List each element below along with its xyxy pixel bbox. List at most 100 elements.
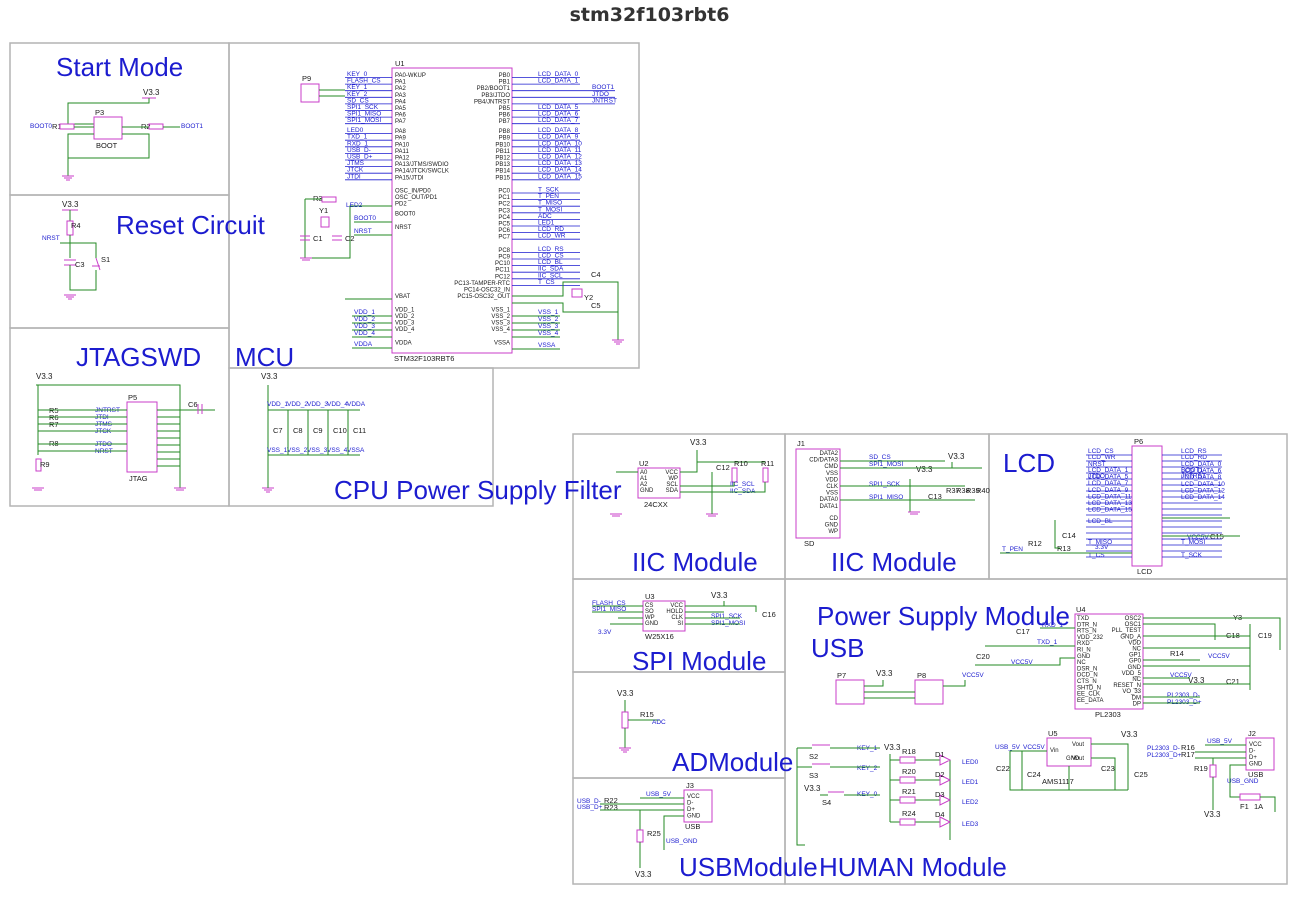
- u1-right-net: IIC_SDA: [538, 266, 564, 273]
- u1-right-net: JTDO: [592, 91, 609, 98]
- u3-pin-left: GND: [645, 621, 659, 627]
- u2-pin-left: A1: [640, 476, 648, 482]
- ref-r16: R16: [1181, 743, 1195, 752]
- net-led2-mcu: LED2: [346, 202, 363, 209]
- part-j2: USB: [1248, 770, 1263, 779]
- ref-r22: R22: [604, 796, 618, 805]
- part-u1: STM32F103RBT6: [394, 354, 454, 363]
- u4-pin-right: VO_33: [1122, 689, 1141, 695]
- ref-y1: Y1: [319, 206, 328, 215]
- u1-right-net: LCD_DATA_12: [538, 154, 582, 161]
- p6-data-right-list: LCD_DATA_0LCD_DATA_6LCD_DATA_8LCD_DATA_1…: [1181, 461, 1225, 501]
- u1-left-pin: PA12: [395, 156, 410, 162]
- net-spi-mosi-sd: SPI1_MOSI: [869, 461, 904, 468]
- u1-left-pin: BOOT0: [395, 212, 416, 218]
- section-title-spi-module: SPI Module: [632, 646, 766, 676]
- ref-y2: Y2: [584, 293, 593, 302]
- net-vdda-mcu: VDDA: [354, 341, 373, 348]
- u1-right-pin: PC14-OSC32_IN: [464, 288, 510, 294]
- net-vdd1-filter: VDD_1: [267, 401, 288, 408]
- section-title-ad-module: ADModule: [672, 747, 793, 777]
- u1-right-pin: PC7: [498, 235, 510, 241]
- u1-right-net: JNTRST: [592, 97, 617, 104]
- u1-left-pin: PA5: [395, 106, 407, 112]
- u2-pin-left: GND: [640, 488, 654, 494]
- part-u4: PL2303: [1095, 710, 1121, 719]
- ref-p9: P9: [302, 74, 311, 83]
- u1-right-net: LCD_DATA_7: [538, 117, 579, 124]
- u1-right-pin: VSS_1: [491, 307, 510, 313]
- net-nrst-p6: NRST: [1088, 461, 1106, 468]
- u1-right-net: LCD_DATA_13: [538, 160, 582, 167]
- u1-left-pin: PD2: [395, 202, 407, 208]
- u1-right-pin: PB8: [499, 129, 511, 135]
- header-p8: [914, 679, 944, 705]
- ad-module-circuit: V3.3 R15 ADC: [617, 689, 666, 753]
- ref-d4: D4: [935, 810, 945, 819]
- net-vdd1-mcu: VDD_1: [354, 309, 375, 316]
- power-label-v33-iic: V3.3: [690, 438, 707, 447]
- net-vcc5v-p6: VCC5V: [1187, 534, 1209, 541]
- u1-right-pin: PC0: [498, 189, 510, 195]
- ref-j1: J1: [797, 439, 805, 448]
- j1-pin-list: DATA2CD/DATA3CMDVSSVDDCLKVSSDATA0DATA1CD…: [809, 451, 838, 535]
- ref-c16: C16: [762, 610, 776, 619]
- u4-pin-left: NC: [1077, 660, 1086, 666]
- ref-c24: C24: [1027, 770, 1041, 779]
- ref-r4: R4: [71, 221, 81, 230]
- u1-right-pin: PB1: [499, 80, 511, 86]
- net-3v3-p6: 3.3V: [1095, 544, 1109, 551]
- u1-left-pin: PA6: [395, 113, 407, 119]
- u1-left-net: SD_CS: [347, 97, 369, 104]
- part-u2: 24CXX: [644, 500, 668, 509]
- net-t-mosi-p6: T_MOSI: [1181, 539, 1205, 546]
- ref-r14: R14: [1170, 649, 1184, 658]
- ref-d2: D2: [935, 770, 945, 779]
- u1-right-net: LCD_WR: [538, 233, 566, 240]
- net-pl2303-dp-j2: PL2303_D+: [1147, 752, 1182, 759]
- u1-left-pin: VDDA: [395, 340, 412, 346]
- ref-r18: R18: [902, 747, 916, 756]
- u1-left-net: RXD_1: [347, 140, 368, 147]
- u1-right-pin: PB12: [495, 156, 510, 162]
- p6-data-left: LCD_DATA_1: [1088, 467, 1129, 474]
- net-boot1-p6: BOOT1: [1181, 467, 1203, 474]
- j1-pin: CLK: [826, 484, 838, 490]
- ref-r19: R19: [1194, 764, 1208, 773]
- u1-right-net: BOOT1: [592, 84, 614, 91]
- net-led3-human: LED3: [962, 821, 979, 828]
- u4-pin-left: VDD_232: [1077, 635, 1104, 641]
- net-usb-dm-j3: USB_D-: [577, 798, 601, 805]
- section-title-usb-module: USBModule: [679, 852, 818, 882]
- u1-right-net: T_PEN: [538, 193, 559, 200]
- u1-left-pin: PA2: [395, 86, 407, 92]
- u4-pin-left: GND: [1077, 654, 1091, 660]
- u1-left-net: KEY_0: [347, 71, 368, 78]
- net-t-cs-p6: T_CS: [1088, 552, 1105, 559]
- u1-right-pin: VSS_4: [491, 327, 510, 333]
- j2-pin: VCC: [1249, 742, 1262, 748]
- connector-j3: [683, 789, 713, 823]
- u1-right-net: LCD_DATA_10: [538, 140, 582, 147]
- u2-pin-left: A2: [640, 482, 648, 488]
- u1-left-pin: OSC_IN/PD0: [395, 189, 431, 195]
- u4-pin-right: GP1: [1129, 653, 1142, 659]
- j3-pin: D+: [687, 807, 695, 813]
- net-spi-sck-spi: SPI1_SCK: [711, 613, 743, 620]
- u1-right-pin: PB6: [499, 113, 511, 119]
- net-lcd-cs-p6: LCD_CS: [1088, 448, 1114, 455]
- ref-c9: C9: [313, 426, 323, 435]
- net-vss4-mcu: VSS_4: [538, 330, 559, 337]
- u1-right-pin: PC11: [495, 268, 510, 274]
- net-vdd2-mcu: VDD_2: [354, 316, 375, 323]
- u1-left-pin-list: PA0-WKUPPA1PA2PA3PA4PA5PA6PA7PA8PA9PA10P…: [395, 73, 449, 346]
- u1-left-pin: VDD_2: [395, 314, 415, 320]
- ref-p7: P7: [837, 671, 846, 680]
- u3-pin-left: CS: [645, 603, 653, 609]
- u1-left-pin: PA4: [395, 99, 407, 105]
- p6-data-right: LCD_DATA_8: [1181, 474, 1222, 481]
- u3-pin-right: VCC: [670, 603, 683, 609]
- u1-right-net: LCD_DATA_9: [538, 134, 579, 141]
